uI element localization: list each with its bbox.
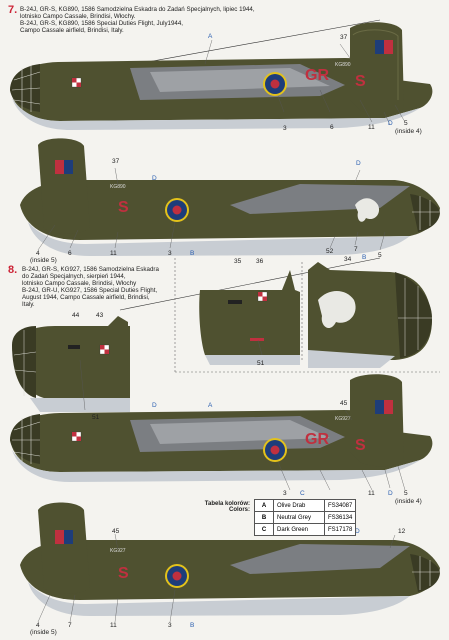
nose-detail-center [199,270,300,365]
callout-5-p2: 5 [378,252,382,259]
variant-8-caption-line-3: lotnisko Campo Cassale, Brindisi, Włochy [22,280,137,287]
callout-a-p1: A [208,33,213,40]
color-table-title: Tabela kolorów: Colors: [202,501,250,513]
plane-7-right-serial: KG890 [110,184,126,190]
callout-11-p4: 11 [110,622,117,629]
callout-35: 35 [234,258,242,265]
callout-6-p1: 6 [330,124,334,131]
callout-d-p3: D [152,402,157,409]
color-row-c: C Dark Green FS17178 [254,523,357,536]
callout-3-p3: 3 [283,490,287,497]
variant-8-number: 8. [8,264,18,276]
plane-7-left-individual-letter: S [355,73,366,90]
variant-8-caption-line-6: Italy. [22,301,35,308]
nose-detail-right [308,262,432,368]
callout-11-p1: 11 [368,124,375,131]
plane-7-left-fuselage [10,22,433,130]
callout-11-p3: 11 [368,490,375,497]
plane-8-left-fuselage [10,374,433,482]
plane-7-left-serial: KG890 [335,62,351,68]
callout-5-p3: 5 [404,490,408,497]
callout-45-p4: 45 [112,528,120,535]
color-table: A Olive Drab FS34087 B Neutral Grey FS36… [254,499,357,536]
callout-4-p4: 4 [36,622,40,629]
plane-7-left-code-letters: GR [305,67,329,84]
callout-inside5-p2: (inside 5) [30,257,57,264]
color-table-title-pl: Tabela kolorów: [204,501,250,507]
plane-8-left-serial: KG927 [335,416,351,422]
color-code: FS17178 [323,523,357,536]
variant-8-caption-line-2: do Zadań Specjalnych, sierpień 1944, [22,273,126,280]
callout-d-p2-right: D [356,160,361,167]
nose-detail-left [12,316,130,412]
callout-4-p2: 4 [36,250,40,257]
callout-52-p2: 52 [326,248,334,255]
callout-3-p1: 3 [283,125,287,132]
callout-3-p2: 3 [168,250,172,257]
callout-37-p1: 37 [340,34,348,41]
callout-b-p2-right: B [362,254,367,261]
color-letter: A [254,499,274,512]
callout-d-p2-left: D [152,175,157,182]
variant-8-caption-line-4: B-24J, GR-U, KG927, 1586 Special Duties … [22,287,158,294]
variant-7-number: 7. [8,4,18,16]
callout-12-p4: 12 [398,528,406,535]
callout-d-p4: D [355,528,360,535]
callout-b-p4: B [190,622,195,629]
callout-51-left: 51 [92,414,100,421]
color-name: Dark Green [273,523,325,536]
color-name: Neutral Grey [273,511,325,524]
callout-3-p4: 3 [168,622,172,629]
color-row-b: B Neutral Grey FS36134 [254,511,357,524]
variant-8-caption-line-1: B-24J, GR-S, KG927, 1586 Samodzielna Esk… [22,266,159,273]
callout-36: 36 [256,258,264,265]
callout-inside4-p1: (inside 4) [395,128,422,135]
plane-8-right-serial: KG927 [110,548,126,554]
plane-8-left-code-letters: GR [305,431,329,448]
callout-inside5-p4: (inside 5) [30,629,57,636]
color-row-a: A Olive Drab FS34087 [254,499,357,512]
callout-inside4-p3: (inside 4) [395,498,422,505]
callout-34: 34 [344,256,352,263]
plane-8-right-individual-letter: S [118,565,129,582]
color-code: FS36134 [323,511,357,524]
callout-5-p1: 5 [404,120,408,127]
callout-51-detail: 51 [257,360,265,367]
plane-8-left-individual-letter: S [355,437,366,454]
color-name: Olive Drab [273,499,325,512]
callout-11-p2: 11 [110,250,117,257]
callout-7-p2: 7 [354,246,358,253]
callout-d-p3-right: D [388,490,393,497]
variant-8-caption-line-5: August 1944, Campo Cassale airfield, Bri… [22,294,150,301]
callout-43: 43 [96,312,104,319]
callout-d-p1: D [388,120,393,127]
callout-a-p3: A [208,402,213,409]
callout-b-p2: B [190,250,195,257]
callout-7-p4: 7 [68,622,72,629]
color-table-title-en: Colors: [229,507,250,513]
plane-7-right-individual-letter: S [118,199,129,216]
color-letter: C [254,523,274,536]
callout-45-p3: 45 [340,400,348,407]
variant-7-caption-line-2: lotnisko Campo Cassale, Brindisi, Włochy… [20,13,136,20]
variant-7-caption-line-1: B-24J, GR-S, KG890, 1586 Samodzielna Esk… [20,6,255,13]
variant-7-caption-line-4: Campo Cassale airfield, Brindisi, Italy. [20,27,124,34]
plane-7-right-fuselage [20,138,440,256]
plane-8-right-fuselage [20,502,440,616]
callout-37-p2: 37 [112,158,120,165]
callout-6-p2: 6 [68,250,72,257]
variant-7-caption-line-3: B-24J, GR-S, KG890, 1586 Special Duties … [20,20,184,27]
color-code: FS34087 [323,499,357,512]
color-letter: B [254,511,274,524]
callout-44: 44 [72,312,80,319]
callout-c-p3: C [300,490,305,497]
